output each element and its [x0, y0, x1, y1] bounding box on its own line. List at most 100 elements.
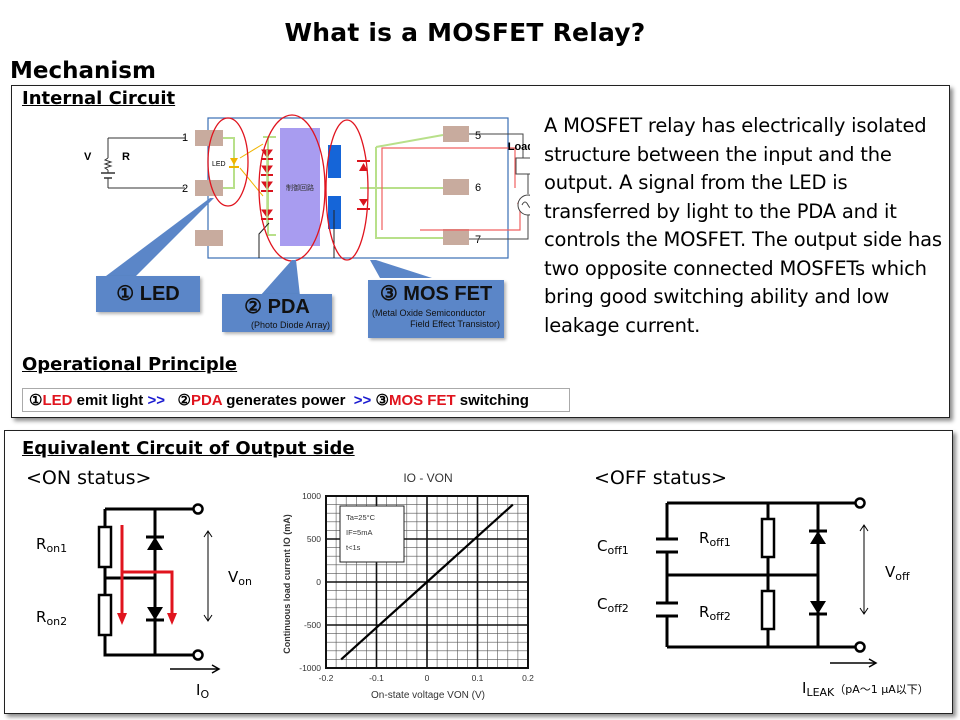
- step-separator: >>: [353, 392, 372, 409]
- legend-if: IF=5mA: [346, 528, 372, 537]
- section-title: Mechanism: [10, 58, 156, 84]
- x-tick-label: 0: [425, 673, 430, 683]
- voff-label: Voff: [885, 563, 910, 583]
- chart-title: IO - VON: [403, 471, 452, 485]
- x-axis-label: On-state voltage VON (V): [371, 690, 485, 701]
- y-tick-label: 1000: [302, 491, 321, 501]
- operational-principle-steps: ①LED emit light >> ②PDA generates power …: [22, 388, 570, 412]
- roff2-subscript: off2: [709, 610, 731, 623]
- callout-mosfet-sub1: (Metal Oxide Semiconductor: [372, 308, 486, 318]
- callout-pda-sub: (Photo Diode Array): [250, 320, 330, 330]
- off-diode-2-icon: [810, 601, 826, 614]
- coff2-subscript: off2: [607, 602, 629, 615]
- ron1-resistor: [97, 525, 113, 569]
- roff2-resistor: [760, 589, 776, 631]
- roff1-label: Roff1: [699, 529, 731, 549]
- von-label: Von: [228, 568, 252, 588]
- step-2-key: PDA: [190, 392, 223, 409]
- callout-led: ① LED: [96, 276, 200, 312]
- load-box: [515, 157, 530, 175]
- roff2-label: Roff2: [699, 603, 731, 623]
- on-status-label: <ON status>: [26, 467, 152, 489]
- pin-5-label: 5: [475, 130, 481, 142]
- input-source: V R 1 2: [84, 132, 188, 195]
- terminal-bottom[interactable]: [192, 649, 204, 661]
- off-status-label: <OFF status>: [594, 467, 728, 489]
- control-circuit-label: 制御回路: [286, 183, 314, 192]
- step-1-key: LED: [42, 392, 73, 409]
- roff1-subscript: off1: [709, 536, 731, 549]
- ron2-subscript: on2: [46, 615, 68, 628]
- pin-1-label: 1: [182, 132, 188, 144]
- callout-pda: ② PDA (Photo Diode Array): [222, 294, 332, 332]
- y-tick-label: 0: [316, 577, 321, 587]
- diode-2-icon: [147, 607, 163, 620]
- von-symbol: V: [228, 568, 239, 586]
- step-separator: >>: [147, 392, 165, 409]
- step-1-text: emit light: [72, 392, 148, 409]
- pin-6-label: 6: [475, 182, 481, 194]
- equivalent-circuit-heading: Equivalent Circuit of Output side: [22, 438, 355, 459]
- ileak-note: （pA～1 μA以下）: [834, 683, 929, 696]
- y-tick-label: 500: [307, 534, 321, 544]
- von-subscript: on: [238, 575, 252, 588]
- terminal-top[interactable]: [192, 503, 204, 515]
- roff1-resistor: [760, 517, 776, 559]
- step-3-key: MOS FET: [388, 392, 456, 409]
- ileak-subscript: LEAK: [806, 686, 835, 699]
- diode-1-icon: [147, 537, 163, 550]
- off-terminal-bottom[interactable]: [854, 641, 866, 653]
- internal-circuit-diagram: V R 1 2 5 6 7 LED 制御回路: [84, 114, 530, 296]
- x-tick-label: 0.2: [522, 673, 534, 683]
- coff2-capacitor: [656, 601, 678, 618]
- mosfet-highlight: [325, 119, 369, 261]
- y-axis-label: Continuous load current IO (mA): [282, 514, 292, 654]
- mosfet-relay-description: A MOSFET relay has electrically isolated…: [544, 114, 942, 337]
- step-3-text: switching: [455, 392, 529, 409]
- x-tick-label: -0.1: [369, 673, 384, 683]
- step-3-number: ③: [375, 392, 389, 409]
- ron1-subscript: on1: [46, 542, 68, 555]
- step-2-number: ②: [177, 392, 191, 409]
- page-title: What is a MOSFET Relay?: [284, 18, 646, 47]
- pins: [195, 126, 469, 246]
- x-tick-label: 0.1: [472, 673, 484, 683]
- ron2-label: Ron2: [36, 608, 67, 628]
- mosfet-1: [328, 145, 341, 178]
- chart-plot-frame: [325, 495, 529, 669]
- led-highlight: [207, 117, 249, 207]
- voff-symbol: V: [885, 563, 896, 581]
- led-icon: [230, 158, 238, 165]
- coff1-label: Coff1: [597, 537, 629, 557]
- resistor-label: R: [122, 151, 130, 163]
- voltage-label: V: [84, 151, 92, 163]
- off-status-circuit: [656, 497, 878, 668]
- mechanism-panel: [11, 85, 950, 418]
- internal-circuit-heading: Internal Circuit: [22, 88, 176, 109]
- operational-principle-heading: Operational Principle: [22, 354, 238, 375]
- control-circuit-block: [280, 128, 320, 246]
- ron1-label: Ron1: [36, 535, 67, 555]
- coff2-symbol: C: [597, 595, 608, 613]
- callout-pda-label: ② PDA: [244, 296, 310, 318]
- callout-mosfet-label: ③ MOS FET: [379, 283, 493, 305]
- ileak-label: ILEAK（pA～1 μA以下）: [802, 679, 929, 699]
- io-label: IO: [196, 681, 209, 701]
- step-2-text: generates power: [222, 392, 350, 409]
- chart-legend-box: Ta=25°C IF=5mA t<1s: [339, 505, 405, 563]
- off-terminal-top[interactable]: [854, 497, 866, 509]
- coff2-label: Coff2: [597, 595, 629, 615]
- legend-ta: Ta=25°C: [346, 513, 376, 522]
- callout-mosfet-sub2: Field Effect Transistor): [410, 319, 500, 329]
- ron2-resistor: [97, 593, 113, 637]
- coff1-capacitor: [656, 537, 678, 554]
- ron2-symbol: R: [36, 608, 47, 626]
- load-label: Load: [508, 141, 530, 153]
- pin-2-label: 2: [182, 183, 188, 195]
- off-diode-1-icon: [810, 531, 826, 544]
- led-label: LED: [212, 161, 226, 168]
- voff-subscript: off: [895, 570, 910, 583]
